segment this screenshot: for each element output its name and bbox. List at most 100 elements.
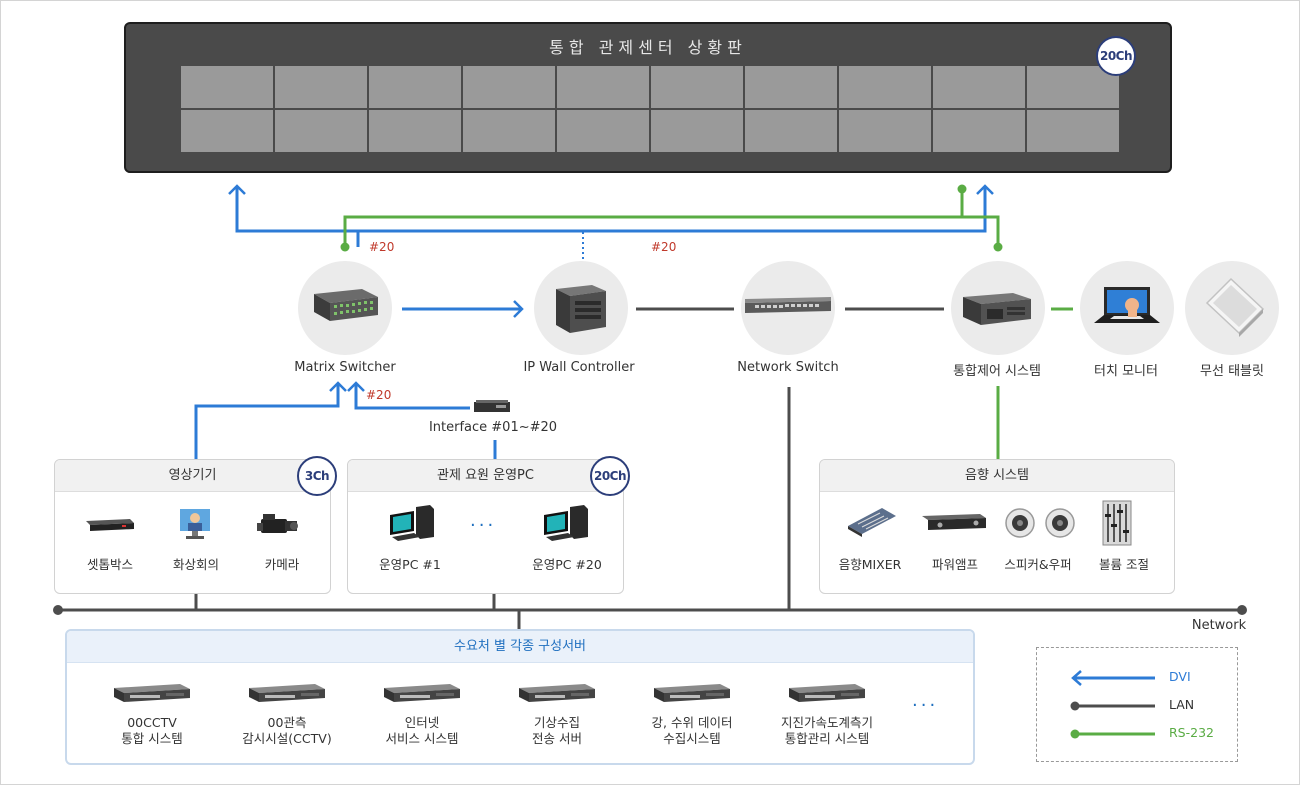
server-item-line: 강, 수위 데이터 <box>651 715 733 730</box>
speaker-icon <box>1005 508 1075 538</box>
wireless-tablet-node <box>1185 261 1279 355</box>
wall-screen-cell <box>275 66 367 108</box>
server-item-line: 서비스 시스템 <box>385 731 459 746</box>
video-conference-icon <box>180 509 210 539</box>
rack-server-icon <box>963 293 1031 325</box>
arrow-up-icon <box>976 184 994 195</box>
rack-server-icon <box>384 684 460 702</box>
server-item-line: 기상수집 <box>533 715 581 730</box>
video-wall: 통합 관제센터 상황판 20Ch <box>124 22 1172 173</box>
camera-icon <box>257 514 298 533</box>
network-switch-label: Network Switch <box>737 360 839 375</box>
audio-item-label: 파워앰프 <box>931 557 979 572</box>
server-item-line: 지진가속도계측기 <box>780 715 874 730</box>
video-wall-grid <box>181 66 1119 152</box>
pc-ellipsis: ··· <box>470 515 497 536</box>
legend-lan-label: LAN <box>1169 697 1195 712</box>
server-item-line: 감시시설(CCTV) <box>242 731 332 746</box>
wall-screen-cell <box>181 66 273 108</box>
server-group-title: 수요처 별 각종 구성서버 <box>67 631 973 663</box>
ip-wall-controller-node <box>534 261 628 355</box>
server-item-line: 수집시스템 <box>663 731 721 746</box>
operator-pc-title: 관제 요원 운영PC <box>348 460 623 492</box>
wall-screen-cell <box>933 66 1025 108</box>
video-wall-title: 통합 관제센터 상황판 <box>549 38 747 57</box>
server-ellipsis: ··· <box>912 695 939 716</box>
server-item-line: 통합관리 시스템 <box>784 731 870 746</box>
wall-screen-cell <box>369 110 461 152</box>
wall-screen-cell <box>933 110 1025 152</box>
tablet-icon <box>1205 277 1265 337</box>
server-item-line: 00관측 <box>267 715 307 730</box>
channel-tag: #20 <box>651 240 677 254</box>
wall-screen-cell <box>1027 66 1119 108</box>
rack-server-icon <box>789 684 865 702</box>
wall-screen-cell <box>651 66 743 108</box>
desktop-pc-icon <box>544 505 588 541</box>
rack-server-icon <box>249 684 325 702</box>
network-bus-label: Network <box>1191 618 1247 633</box>
wall-screen-cell <box>745 66 837 108</box>
audio-item-label: 음향MIXER <box>838 557 902 572</box>
dvi-line-matrix-to-wall <box>235 186 360 247</box>
laptop-touch-icon <box>1094 287 1160 323</box>
pc-item-label: 운영PC #20 <box>532 557 602 572</box>
audio-system-title: 음향 시스템 <box>820 460 1174 492</box>
legend: DVI LAN RS-232 <box>1036 647 1238 762</box>
wall-screen-cell <box>463 110 555 152</box>
ip-wall-controller-label: IP Wall Controller <box>523 360 635 375</box>
rs232-line-matrix-to-control <box>343 215 1000 247</box>
pc-channel-badge: 20Ch <box>590 456 630 496</box>
arrow-up-icon <box>228 184 246 195</box>
wall-screen-cell <box>651 110 743 152</box>
video-item-label: 카메라 <box>264 557 300 572</box>
video-item-label: 화상회의 <box>172 557 220 572</box>
video-item-label: 셋톱박스 <box>86 557 134 572</box>
touch-monitor-label: 터치 모니터 <box>1094 364 1158 379</box>
network-switch-icon <box>745 297 831 313</box>
rack-server-icon <box>519 684 595 702</box>
wall-screen-cell <box>463 66 555 108</box>
wall-screen-cell <box>557 110 649 152</box>
touch-monitor-node <box>1080 261 1174 355</box>
wall-screen-cell <box>1027 110 1119 152</box>
server-item-line: 인터넷 <box>404 715 440 730</box>
audio-item-label: 볼륨 조절 <box>1099 557 1149 572</box>
video-wall-channel-badge: 20Ch <box>1096 36 1136 76</box>
legend-swatches <box>1070 670 1155 739</box>
audio-item-label: 스피커&우퍼 <box>1004 557 1072 572</box>
dvi-line-control-to-wall <box>358 186 987 233</box>
server-item-line: 00CCTV <box>127 715 177 730</box>
pc-item-label: 운영PC #1 <box>379 557 441 572</box>
matrix-switcher-icon <box>314 289 378 321</box>
channel-tag: #20 <box>366 388 392 402</box>
channel-tag: #20 <box>369 240 395 254</box>
power-amp-icon <box>922 514 986 530</box>
wall-screen-cell <box>557 66 649 108</box>
interface-label: Interface #01~#20 <box>428 420 558 435</box>
legend-rs232-label: RS-232 <box>1169 725 1214 740</box>
wall-screen-cell <box>745 110 837 152</box>
matrix-switcher-label: Matrix Switcher <box>294 360 396 375</box>
arrow-up-icon <box>329 381 347 392</box>
rack-server-icon <box>114 684 190 702</box>
wall-screen-cell <box>369 66 461 108</box>
arrow-right-icon <box>513 300 524 318</box>
video-channel-badge: 3Ch <box>297 456 337 496</box>
rack-server-icon <box>654 684 730 702</box>
server-item-line: 통합 시스템 <box>121 731 183 746</box>
wireless-tablet-label: 무선 태블릿 <box>1200 364 1264 379</box>
desktop-pc-icon <box>390 505 434 541</box>
matrix-switcher-node <box>298 261 392 355</box>
server-item-line: 전송 서버 <box>532 731 582 746</box>
settop-box-icon <box>86 519 134 531</box>
arrow-up-icon <box>347 381 365 392</box>
volume-control-icon <box>1102 500 1132 546</box>
